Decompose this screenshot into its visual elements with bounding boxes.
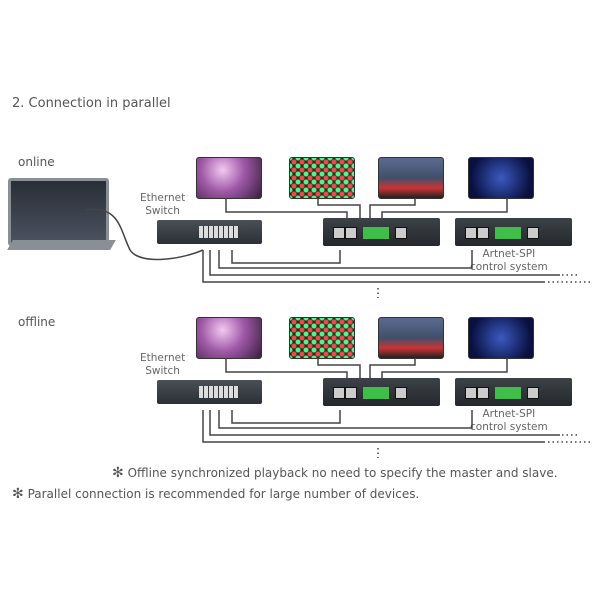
lighting-scene-1 — [196, 157, 262, 199]
asterisk-icon: ✻ — [12, 486, 24, 502]
offline-label: offline — [18, 315, 56, 329]
lighting-scene-1 — [196, 317, 262, 359]
note-offline-sync: ✻ Offline synchronized playback no need … — [112, 465, 558, 481]
lighting-scene-4 — [468, 157, 534, 199]
lighting-scene-2 — [289, 157, 355, 199]
ethernet-switch — [157, 220, 262, 244]
lighting-scene-4 — [468, 317, 534, 359]
offline-wires — [202, 358, 592, 458]
controller-2 — [455, 378, 572, 406]
online-label: online — [18, 155, 55, 169]
lighting-scene-3 — [378, 157, 444, 199]
note-text: Offline synchronized playback no need to… — [127, 466, 558, 480]
lighting-scene-3 — [378, 317, 444, 359]
section-title: 2. Connection in parallel — [12, 96, 171, 111]
note-parallel: ✻ Parallel connection is recommended for… — [12, 486, 419, 502]
controller-1 — [323, 378, 440, 406]
asterisk-icon: ✻ — [112, 465, 124, 481]
lighting-scene-2 — [289, 317, 355, 359]
artnet-spi-label: Artnet-SPI control system — [470, 408, 548, 433]
artnet-spi-label: Artnet-SPI control system — [470, 248, 548, 273]
controller-2 — [455, 218, 572, 246]
note-text: Parallel connection is recommended for l… — [27, 487, 420, 501]
ethernet-switch-label: Ethernet Switch — [140, 192, 186, 217]
online-diagram: online Ethernet Switch Artnet-SPI contro… — [0, 150, 600, 310]
controller-1 — [323, 218, 440, 246]
ethernet-switch — [157, 380, 262, 404]
offline-diagram: offline Ethernet Switch Artnet-SPI contr… — [0, 310, 600, 470]
online-wires — [84, 198, 592, 298]
ethernet-switch-label: Ethernet Switch — [140, 352, 186, 377]
